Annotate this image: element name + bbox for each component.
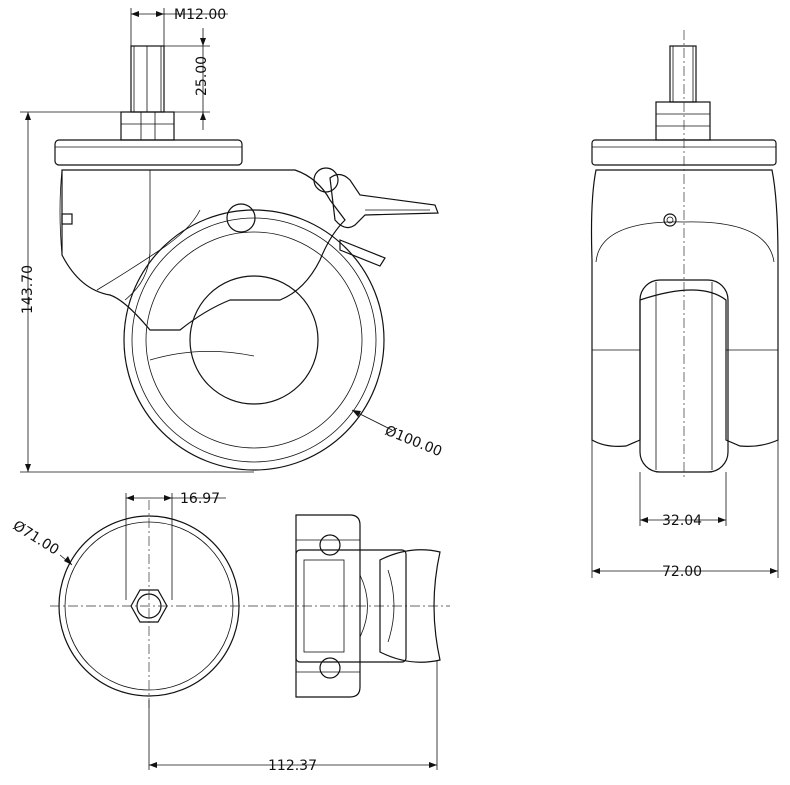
top-brake-pedal [379,549,441,663]
side-top-plate [54,139,243,166]
side-hex-nut [120,111,175,141]
side-wheel-outer [123,209,385,471]
side-hub [189,275,319,405]
dim-offset: 16.97 [180,491,220,507]
dim-plate-diameter: Ø71.00 [10,518,62,559]
dim-overall-width: 72.00 [662,564,702,580]
front-hex-nut [655,101,711,141]
dim-wheel-diameter: Ø100.00 [383,423,445,460]
side-brake-lever [329,173,439,229]
dim-overall-length: 112.37 [268,758,317,774]
front-fork [590,169,779,447]
dimension-lines [20,8,779,770]
front-axle-bolt [663,213,677,227]
dim-stem-length: 25.00 [194,56,210,96]
dim-stem-thread: M12.00 [174,7,226,23]
front-stem [669,45,697,103]
side-view [54,45,439,471]
top-fork-body [295,514,361,698]
top-wheel-block [295,549,407,663]
side-brake-pivot [313,167,339,193]
front-view [590,30,779,480]
dimension-labels: M12.00 25.00 143.70 Ø100.00 Ø71.00 16.97… [10,7,702,774]
top-view [50,500,450,710]
side-fork-housing [61,169,346,331]
side-stem [130,45,165,113]
dim-wheel-width: 32.04 [662,513,702,529]
side-brake-pad [339,239,386,267]
dim-overall-height: 143.70 [20,265,36,314]
side-square-marker [61,213,73,225]
